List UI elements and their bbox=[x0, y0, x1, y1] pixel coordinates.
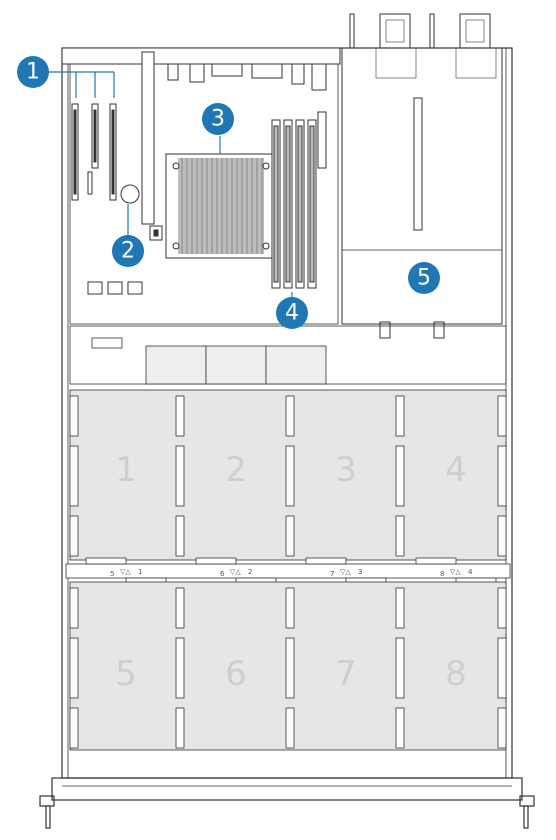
callout-4: 4 bbox=[276, 297, 308, 329]
bay-number: 4 bbox=[445, 450, 467, 490]
bay-bar-label-left: 8 bbox=[440, 570, 444, 578]
bay-bar-labels: 5 ▽△ 1 6 ▽△ 2 7 ▽△ 3 8 ▽△ 4 bbox=[110, 568, 473, 578]
callout-1: 1 bbox=[17, 56, 49, 88]
bay-number: 8 bbox=[445, 654, 467, 694]
callouts: 1 2 3 4 5 bbox=[17, 56, 440, 329]
bay-bar-label-left: 7 bbox=[330, 570, 334, 578]
callout-label: 2 bbox=[121, 239, 135, 264]
fan-zone bbox=[69, 325, 507, 385]
bay-bar-label-right: 2 bbox=[248, 568, 252, 576]
bay-number: 1 bbox=[115, 450, 137, 490]
riser-card bbox=[141, 51, 163, 241]
callout-3: 3 bbox=[202, 103, 234, 135]
cmos-battery bbox=[120, 184, 140, 204]
power-supply bbox=[341, 13, 503, 339]
bay-numbers: 1 2 3 4 5 6 7 8 bbox=[115, 450, 467, 694]
bay-number: 5 bbox=[115, 654, 137, 694]
callout-2: 2 bbox=[112, 235, 144, 267]
motherboard bbox=[61, 47, 341, 325]
bay-number: 3 bbox=[335, 450, 357, 490]
callout-5: 5 bbox=[408, 262, 440, 294]
bay-bar-label-left: 5 bbox=[110, 570, 114, 578]
bay-number: 7 bbox=[335, 654, 357, 694]
callout-label: 5 bbox=[417, 266, 431, 291]
cpu-heatsink bbox=[165, 153, 277, 259]
bay-bar-triangle-icon: ▽△ bbox=[340, 568, 351, 576]
drive-bays-bottom bbox=[69, 581, 507, 751]
dimm-slots bbox=[271, 111, 327, 289]
bay-bar-triangle-icon: ▽△ bbox=[450, 568, 461, 576]
bay-number: 2 bbox=[225, 450, 247, 490]
callout-label: 4 bbox=[285, 301, 299, 326]
bay-bar-label-right: 1 bbox=[138, 568, 142, 576]
bay-bar-label-right: 4 bbox=[468, 568, 473, 576]
callout-leaders bbox=[46, 71, 293, 302]
bay-bar-triangle-icon: ▽△ bbox=[120, 568, 131, 576]
bay-number: 6 bbox=[225, 654, 247, 694]
callout-label: 3 bbox=[211, 107, 225, 132]
pcie-slots bbox=[71, 103, 117, 201]
bay-bar-triangle-icon: ▽△ bbox=[230, 568, 241, 576]
bay-label-bar bbox=[65, 557, 511, 585]
drive-bays-top bbox=[69, 389, 507, 561]
bay-bar-label-left: 6 bbox=[220, 570, 225, 578]
bay-bar-label-right: 3 bbox=[358, 568, 362, 576]
callout-label: 1 bbox=[26, 60, 40, 85]
